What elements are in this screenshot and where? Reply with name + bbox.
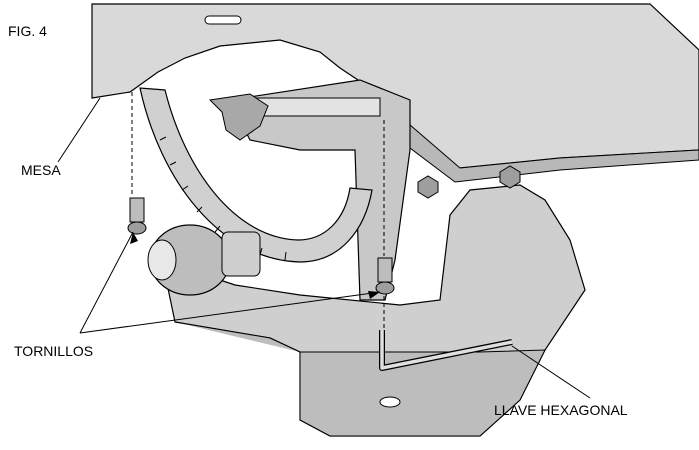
arrowhead-screw-left: [130, 232, 138, 244]
table-rim: [394, 111, 699, 183]
screw-left-head: [127, 221, 147, 235]
base-mounting-hole: [379, 396, 401, 408]
figure-label: FIG. 4: [8, 23, 47, 39]
hex-wrench-inner: [380, 330, 513, 370]
leader-tornillos-right: [79, 291, 381, 334]
screws-label: TORNILLOS: [14, 343, 94, 359]
hex-wrench-label: LLAVE HEXAGONAL: [494, 402, 628, 418]
screw-left-shaft: [129, 197, 145, 223]
table-slot: [204, 15, 242, 25]
lock-lever: [208, 93, 269, 141]
base-front-face: [174, 321, 546, 437]
bevel-scale-arc: [139, 87, 373, 263]
nut-left: [417, 175, 439, 199]
screw-right-shaft: [377, 257, 393, 283]
arrowhead-screw-right: [368, 291, 380, 299]
table-label: MESA: [21, 162, 61, 178]
table-top: [91, 3, 699, 169]
leader-llave: [511, 345, 591, 399]
adjustment-knob-face: [147, 239, 177, 281]
arm-bracket: [229, 79, 411, 301]
leader-tornillos-left: [79, 231, 134, 334]
knob-hub: [221, 231, 261, 277]
nut-right: [499, 165, 521, 189]
screw-right-head: [375, 281, 395, 295]
leader-mesa: [57, 97, 101, 163]
